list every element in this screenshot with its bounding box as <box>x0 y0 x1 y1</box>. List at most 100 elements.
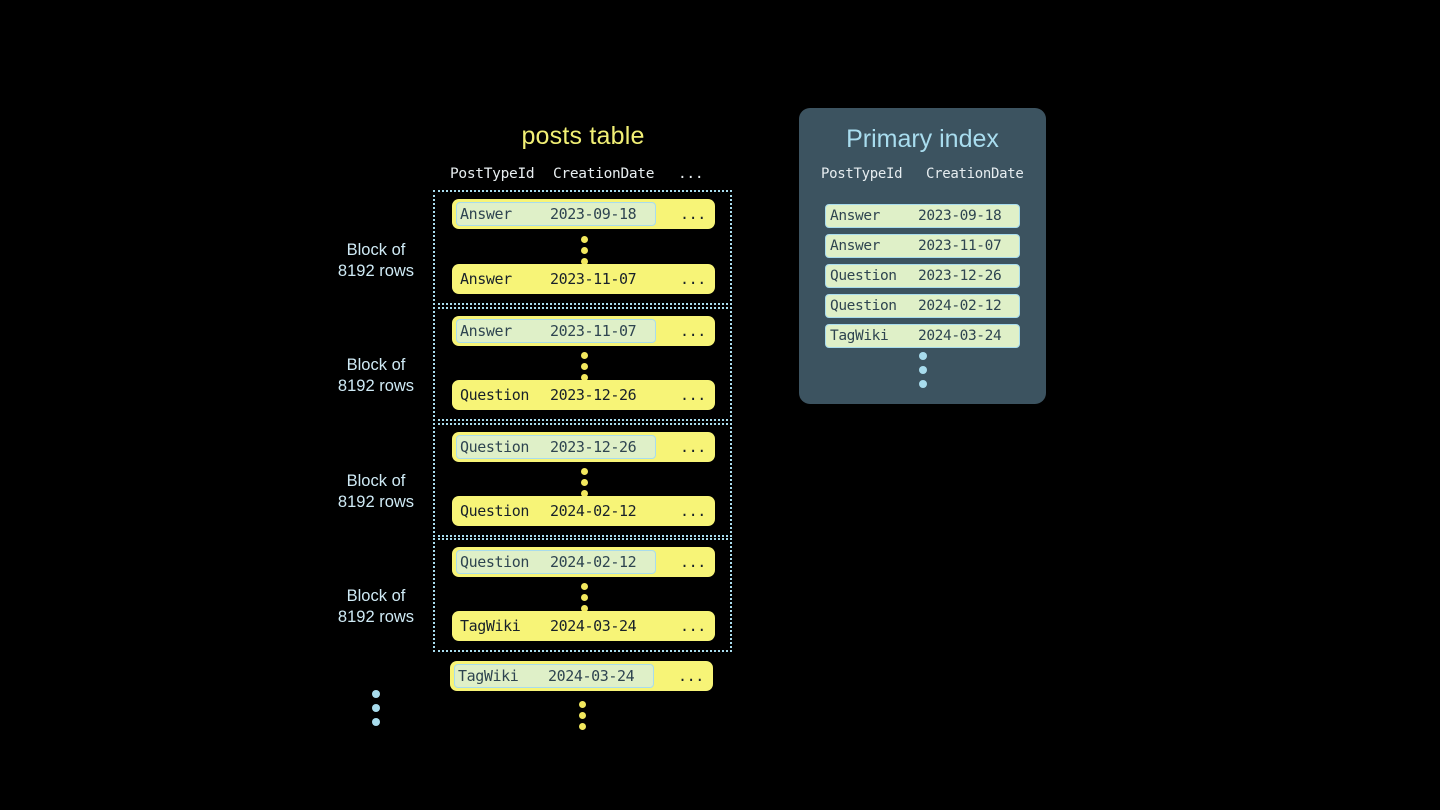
block-of-rows-4: Question 2024-02-12 ... TagWiki 2024-03-… <box>433 538 732 652</box>
block-label-3: Block of 8192 rows <box>301 471 451 513</box>
index-row[interactable]: Question 2024-02-12 <box>825 294 1020 318</box>
cell-posttypeid: Question <box>460 553 530 571</box>
cell-creationdate: 2024-03-24 <box>918 328 1002 344</box>
table-row[interactable]: Answer 2023-09-18 ... <box>452 199 715 229</box>
ellipsis-dot <box>581 605 588 612</box>
table-row[interactable]: Question 2024-02-12 ... <box>452 547 715 577</box>
cell-creationdate: 2023-11-07 <box>918 238 1002 254</box>
cell-posttypeid: Answer <box>830 238 880 254</box>
cell-creationdate: 2023-09-18 <box>550 205 637 223</box>
index-row[interactable]: TagWiki 2024-03-24 <box>825 324 1020 348</box>
cell-creationdate: 2024-02-12 <box>550 502 637 520</box>
ellipsis-dot <box>372 704 380 712</box>
block-label-4: Block of 8192 rows <box>301 586 451 628</box>
cell-posttypeid: TagWiki <box>830 328 889 344</box>
cell-creationdate: 2023-11-07 <box>550 322 637 340</box>
block-label-line-1: Block of <box>346 356 406 374</box>
block-label-line-1: Block of <box>346 587 406 605</box>
cell-posttypeid: Question <box>460 502 530 520</box>
table-row[interactable]: Question 2023-12-26 ... <box>452 432 715 462</box>
cell-posttypeid: Question <box>460 438 530 456</box>
blocks-ellipsis-vertical <box>356 684 396 732</box>
column-header-posttypeid: PostTypeId <box>450 166 535 182</box>
cell-ellipsis: ... <box>680 205 706 223</box>
column-header-creationdate: CreationDate <box>553 166 655 182</box>
row-highlight-box <box>454 664 654 688</box>
index-row[interactable]: Question 2023-12-26 <box>825 264 1020 288</box>
row-highlight-box <box>456 435 656 459</box>
block-of-rows-2: Answer 2023-11-07 ... Question 2023-12-2… <box>433 307 732 421</box>
block-label-1: Block of 8192 rows <box>301 240 451 282</box>
ellipsis-dot <box>918 352 927 360</box>
cell-ellipsis: ... <box>680 438 706 456</box>
ellipsis-dot <box>372 690 380 698</box>
ellipsis-dot <box>581 363 588 370</box>
ellipsis-dot <box>918 380 927 388</box>
ellipsis-dot <box>579 701 586 708</box>
rows-ellipsis-vertical <box>435 348 734 385</box>
cell-ellipsis: ... <box>680 322 706 340</box>
rows-ellipsis-vertical <box>435 232 734 269</box>
cell-ellipsis: ... <box>680 386 706 404</box>
row-highlight-box <box>456 319 656 343</box>
cell-posttypeid: TagWiki <box>458 667 519 685</box>
ellipsis-dot <box>581 258 588 265</box>
cell-ellipsis: ... <box>680 502 706 520</box>
rows-ellipsis-vertical <box>435 579 734 616</box>
posts-table-ellipsis-vertical <box>433 697 732 734</box>
block-of-rows-1: Answer 2023-09-18 ... Answer 2023-11-07 … <box>433 190 732 305</box>
rows-ellipsis-vertical <box>435 464 734 501</box>
column-header-ellipsis: ... <box>678 166 704 182</box>
row-highlight-box <box>456 550 656 574</box>
cell-posttypeid: Question <box>830 268 897 284</box>
ellipsis-dot <box>579 712 586 719</box>
table-row[interactable]: Answer 2023-11-07 ... <box>452 316 715 346</box>
table-row[interactable]: TagWiki 2024-03-24 ... <box>452 611 715 641</box>
cell-posttypeid: TagWiki <box>460 617 521 635</box>
column-header-creationdate: CreationDate <box>926 166 1024 182</box>
table-row[interactable]: Question 2024-02-12 ... <box>452 496 715 526</box>
cell-posttypeid: Answer <box>830 208 880 224</box>
cell-ellipsis: ... <box>680 270 706 288</box>
cell-ellipsis: ... <box>680 553 706 571</box>
ellipsis-dot <box>581 374 588 381</box>
table-row-trailing[interactable]: TagWiki 2024-03-24 ... <box>450 661 713 691</box>
cell-posttypeid: Question <box>830 298 897 314</box>
cell-creationdate: 2023-11-07 <box>550 270 637 288</box>
block-label-line-2: 8192 rows <box>337 608 415 626</box>
block-of-rows-3: Question 2023-12-26 ... Question 2024-02… <box>433 423 732 537</box>
primary-index-column-headers: PostTypeId CreationDate <box>821 166 1026 186</box>
block-label-line-2: 8192 rows <box>337 493 415 511</box>
cell-creationdate: 2023-12-26 <box>550 386 637 404</box>
posts-table-title: posts table <box>521 122 645 150</box>
block-label-line-1: Block of <box>346 241 406 259</box>
index-row[interactable]: Answer 2023-11-07 <box>825 234 1020 258</box>
ellipsis-dot <box>581 583 588 590</box>
cell-posttypeid: Answer <box>460 270 512 288</box>
ellipsis-dot <box>581 490 588 497</box>
primary-index-ellipsis-vertical <box>799 346 1046 394</box>
posts-table-column-headers: PostTypeId CreationDate ... <box>450 166 713 186</box>
table-row[interactable]: Answer 2023-11-07 ... <box>452 264 715 294</box>
index-row[interactable]: Answer 2023-09-18 <box>825 204 1020 228</box>
cell-posttypeid: Answer <box>460 322 512 340</box>
ellipsis-dot <box>581 468 588 475</box>
ellipsis-dot <box>579 723 586 730</box>
cell-creationdate: 2023-12-26 <box>550 438 637 456</box>
ellipsis-dot <box>581 594 588 601</box>
ellipsis-dot <box>372 718 380 726</box>
primary-index-title: Primary index <box>846 125 999 153</box>
ellipsis-dot <box>581 352 588 359</box>
row-highlight-box <box>456 202 656 226</box>
cell-ellipsis: ... <box>678 667 704 685</box>
ellipsis-dot <box>581 247 588 254</box>
cell-creationdate: 2024-02-12 <box>550 553 637 571</box>
cell-posttypeid: Answer <box>460 205 512 223</box>
block-label-2: Block of 8192 rows <box>301 355 451 397</box>
ellipsis-dot <box>918 366 927 374</box>
block-label-line-2: 8192 rows <box>337 262 415 280</box>
table-row[interactable]: Question 2023-12-26 ... <box>452 380 715 410</box>
primary-index-panel: Primary index PostTypeId CreationDate An… <box>799 108 1046 404</box>
column-header-posttypeid: PostTypeId <box>821 166 903 182</box>
cell-posttypeid: Question <box>460 386 530 404</box>
